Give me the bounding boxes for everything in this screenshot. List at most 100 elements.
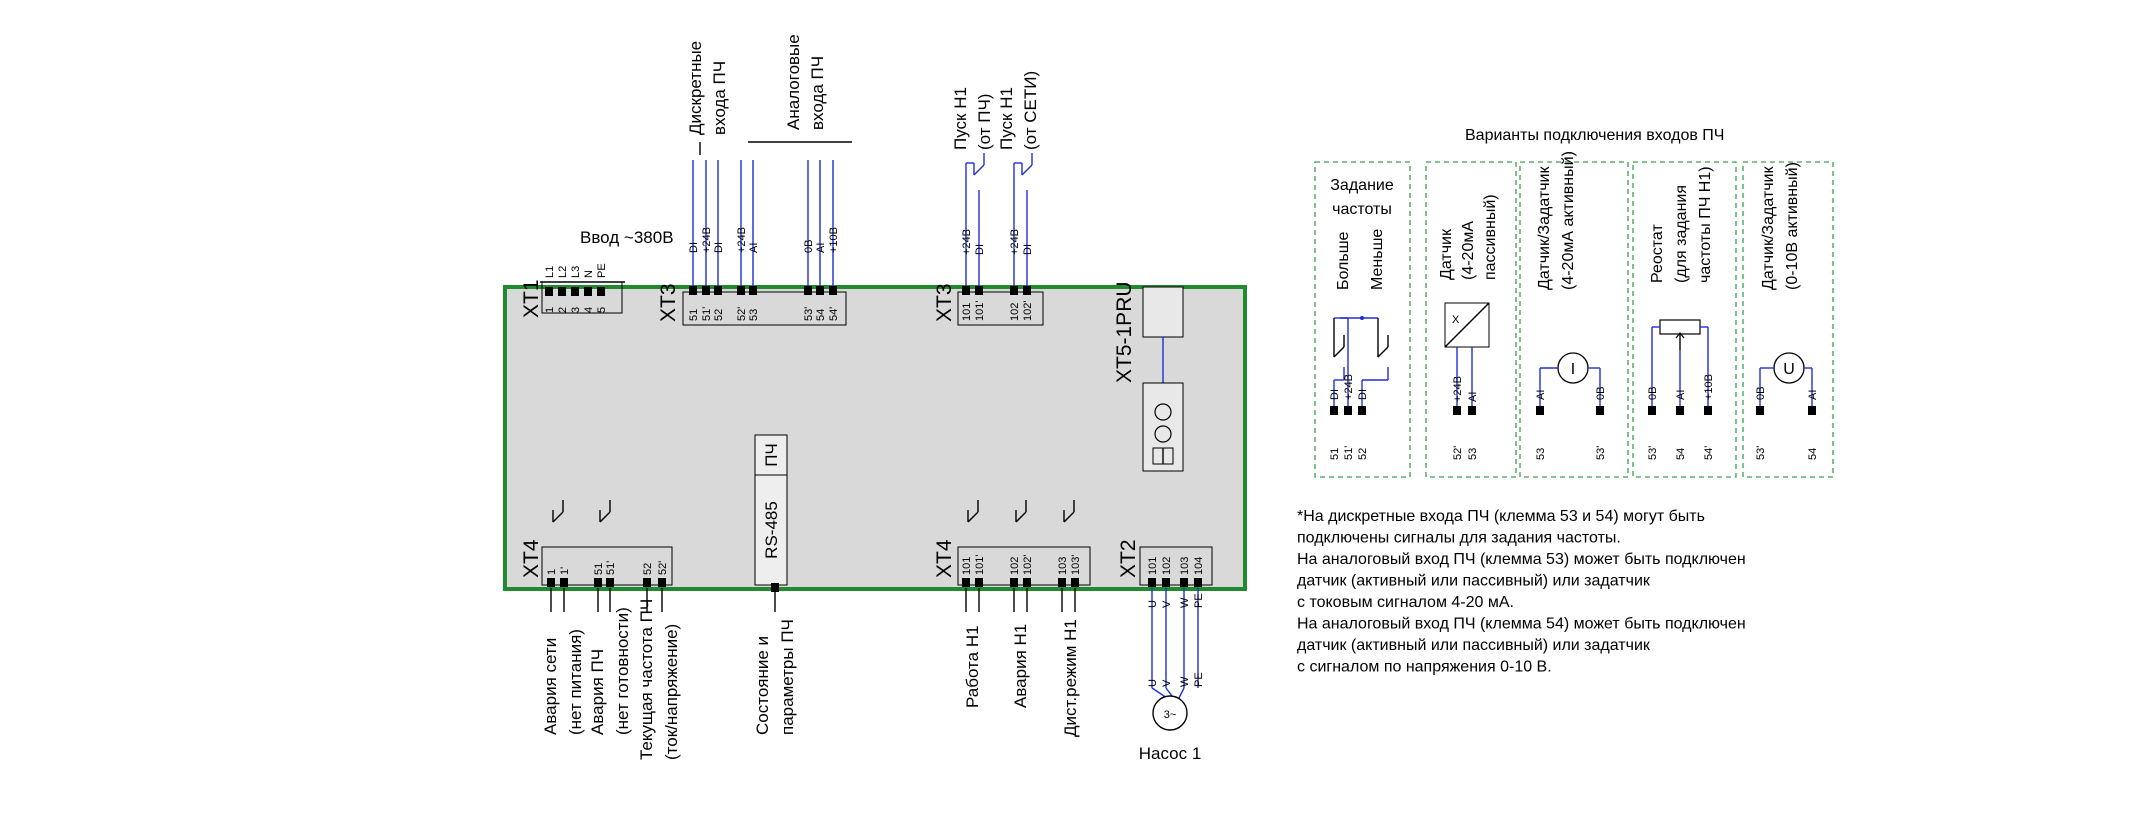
relay-contact	[552, 511, 564, 523]
note-line: с токовым сигналом 4-20 мА.	[1297, 594, 1514, 611]
xt1-term-label: 5	[596, 307, 608, 313]
motor-circle	[1152, 695, 1188, 731]
v5-signal-label: AI	[1807, 390, 1819, 400]
xt1-terminal	[584, 287, 592, 296]
v4-term-label: 54	[1675, 448, 1687, 460]
main-block	[503, 285, 1247, 591]
xt3b-term-label: 101'	[974, 301, 986, 321]
note-line: На аналоговый вход ПЧ (клемма 54) может …	[1297, 616, 1746, 633]
xt3b-term-label: 102	[1009, 303, 1021, 321]
v2-signal-label: +24В	[1452, 376, 1464, 402]
xt3b-terminal	[1010, 286, 1018, 295]
xt2-phase-bottom: PE	[1193, 672, 1205, 687]
xt4a-term-label: 52	[642, 563, 654, 575]
xt4a-term-label: 51	[593, 563, 605, 575]
xt2-term-label: 103	[1179, 557, 1191, 575]
variant5-title: (0-10В активный)	[1784, 162, 1801, 290]
xt4a-terminal	[643, 578, 651, 587]
xt3a-signal-label: +24В	[736, 227, 748, 253]
note-line: подключены сигналы для задания частоты.	[1297, 530, 1621, 547]
xt3b-terminal	[975, 286, 983, 295]
note-line: с сигналом по напряжения 0-10 В.	[1297, 659, 1552, 676]
variant2-title: Датчик	[1438, 228, 1455, 280]
v4-wiper-arrow	[1675, 332, 1685, 339]
variant3-title: (4-20мА активный)	[1560, 151, 1577, 290]
variant1-more: Больше	[1335, 231, 1352, 290]
xt2-terminal	[1194, 578, 1202, 587]
group-pusk-seti-label: Пуск Н1	[997, 87, 1016, 150]
v1-term-label: 51'	[1343, 446, 1355, 460]
v2-diagonal	[1444, 302, 1490, 348]
variant-box	[1519, 161, 1629, 478]
xt3a-signal-label: DI	[688, 242, 700, 253]
xt4b-terminal	[962, 578, 970, 587]
xt1-term-label: 2	[557, 307, 569, 313]
xt3a-terminal	[816, 286, 824, 295]
xt3a-term-label: 52'	[736, 307, 748, 321]
v4-signal-label: +10В	[1703, 374, 1715, 400]
v2-signal-label: AI	[1467, 392, 1479, 402]
variant5-title: Датчик/Задатчик	[1760, 166, 1777, 290]
relay-contact	[599, 511, 611, 523]
xt5-top-box	[1142, 286, 1184, 338]
xt1-signal-label: N	[583, 270, 595, 278]
xt3b-signal-label: DI	[974, 244, 986, 255]
xt4a-terminal	[658, 578, 666, 587]
v1-signal-label: +24В	[1343, 374, 1355, 400]
xt3a-signal-label: +24В	[701, 227, 713, 253]
group-pusk-pch-label: (от ПЧ)	[975, 94, 994, 150]
v4-rheostat	[1659, 319, 1701, 335]
xt2-label: XT2	[1117, 539, 1140, 578]
variant4-title: (для задания	[1673, 185, 1690, 283]
v4-terminal	[1648, 406, 1656, 415]
note-line: *На дискретные входа ПЧ (клемма 53 и 54)…	[1297, 508, 1705, 525]
v1-terminal	[1330, 406, 1338, 415]
xt2-term-label: 104	[1193, 557, 1205, 575]
xt2-phase-bottom: W	[1179, 676, 1191, 687]
v2-terminal	[1468, 406, 1476, 415]
v5-terminal	[1756, 406, 1764, 415]
xt1-term-label: 1	[544, 307, 556, 313]
xt3a-term-label: 53	[748, 309, 760, 321]
label-state: параметры ПЧ	[778, 619, 797, 735]
variant-box	[1742, 161, 1834, 478]
xt3a-term-label: 51	[688, 309, 700, 321]
note-line: На аналоговый вход ПЧ (клемма 53) может …	[1297, 551, 1746, 568]
v5-term-label: 54	[1807, 448, 1819, 460]
v1-term-label: 52	[1357, 448, 1369, 460]
v3-term-label: 53'	[1595, 446, 1607, 460]
xt3b-label: XT3	[933, 283, 956, 322]
v4-term-label: 54'	[1703, 446, 1715, 460]
v1-terminal	[1344, 406, 1352, 415]
pch-label: ПЧ	[762, 443, 781, 467]
motor-label: Насос 1	[1139, 744, 1202, 763]
relay-contact	[1015, 511, 1027, 523]
v4-terminal	[1676, 406, 1684, 415]
label-avaria-seti: Авария сети	[541, 638, 560, 735]
variant2-title: пассивный)	[1482, 194, 1499, 280]
xt3a-signal-label: AI	[815, 243, 827, 253]
xt3a-terminal	[804, 286, 812, 295]
xt2-connector	[1139, 546, 1213, 586]
v1-signal-label: DI	[1357, 389, 1369, 400]
xt4b-term-label: 103	[1057, 557, 1069, 575]
xt1-terminal	[558, 287, 566, 296]
v5-symbol: U	[1783, 361, 1795, 378]
label-avaria-pch: Авария ПЧ	[588, 649, 607, 735]
v2-box-symbol: X	[1452, 314, 1460, 326]
variant3-title: Датчик/Задатчик	[1536, 166, 1553, 290]
label-avaria-pch: (нет готовности)	[613, 607, 632, 735]
xt3a-signal-label: AI	[748, 243, 760, 253]
xt4a-terminal	[547, 578, 555, 587]
xt2-term-label: 101	[1147, 557, 1159, 575]
xt5-label: XT5-1PRU	[1113, 281, 1136, 383]
xt3a-label: XT3	[657, 283, 680, 322]
xt4b-terminal	[1010, 578, 1018, 587]
v1-switch	[1333, 346, 1345, 358]
xt1-signal-label: PE	[596, 263, 608, 278]
xt2-phase-top: W	[1179, 597, 1191, 608]
xt1-terminal	[545, 287, 553, 296]
start-switch	[973, 164, 985, 176]
xt2-phase-bottom: U	[1147, 679, 1159, 687]
v2-sensor-box	[1444, 302, 1490, 348]
